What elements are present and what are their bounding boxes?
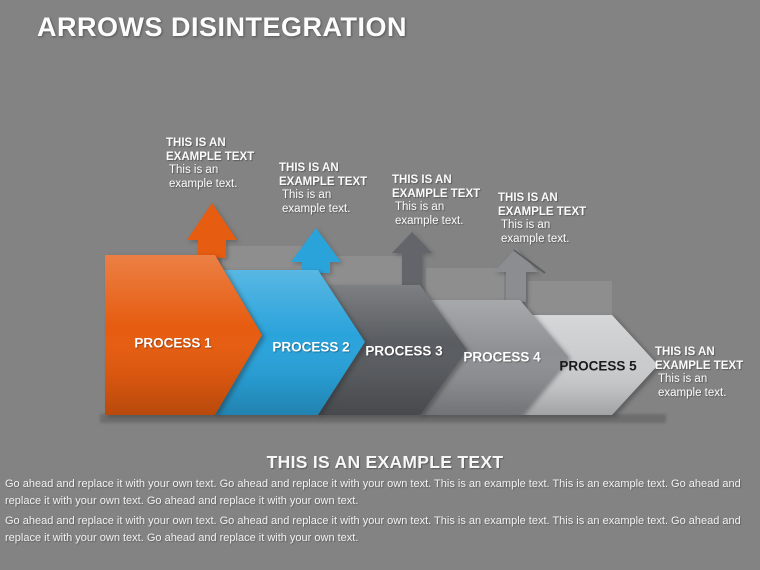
ghost-fragment-1 [222, 246, 302, 270]
floor-shadow [100, 414, 666, 423]
footer-heading: THIS IS AN EXAMPLE TEXT [266, 452, 504, 472]
example-label-2-line2: EXAMPLE TEXT [279, 175, 368, 188]
example-label-1: THIS IS AN EXAMPLE TEXT This is an examp… [166, 137, 262, 191]
example-label-1-line1: THIS IS AN [166, 137, 226, 149]
ghost-fragment-4 [528, 281, 612, 315]
example-label-1-line2: EXAMPLE TEXT [166, 150, 255, 163]
example-label-2-line3: This is an [282, 189, 332, 201]
crack-line-arrow-4 [513, 249, 546, 274]
up-arrow-process-2 [291, 228, 341, 273]
example-label-4-line4: example text. [501, 232, 570, 245]
example-label-3-line1: THIS IS AN [392, 174, 452, 186]
chevron-3-sheen [318, 285, 467, 415]
example-label-1-line4: example text. [169, 177, 238, 190]
chevron-1-sheen [105, 255, 262, 415]
footer-paragraph-1: Go ahead and replace it with your own te… [5, 478, 741, 507]
ghost-fragment-3 [426, 268, 504, 300]
process-2-label: PROCESS 2 [272, 339, 350, 355]
example-label-5-line2: EXAMPLE TEXT [655, 359, 744, 372]
example-label-3-line3: This is an [395, 201, 445, 213]
example-label-4-line2: EXAMPLE TEXT [498, 205, 587, 218]
process-5-label: PROCESS 5 [559, 358, 637, 374]
example-label-3: THIS IS AN EXAMPLE TEXT This is an examp… [392, 174, 488, 228]
chevron-2-sheen [215, 270, 365, 415]
example-label-3-line4: example text. [395, 214, 464, 227]
example-label-2-line1: THIS IS AN [279, 162, 339, 174]
footer-paragraph-2: Go ahead and replace it with your own te… [5, 515, 741, 544]
example-label-5-line4: example text. [658, 386, 727, 399]
up-arrow-process-4 [494, 248, 538, 302]
example-label-5-line3: This is an [658, 373, 708, 385]
example-label-4-line3: This is an [501, 219, 551, 231]
example-label-1-line3: This is an [169, 164, 219, 176]
example-label-2-line4: example text. [282, 202, 351, 215]
process-4-label: PROCESS 4 [463, 349, 541, 365]
example-label-3-line2: EXAMPLE TEXT [392, 187, 481, 200]
process-3-label: PROCESS 3 [365, 343, 443, 359]
chevron-5-sheen [520, 315, 658, 415]
example-label-4-line1: THIS IS AN [498, 192, 558, 204]
process-1-label: PROCESS 1 [134, 335, 212, 351]
up-arrow-process-3 [392, 232, 432, 288]
up-arrow-process-1 [187, 203, 237, 258]
chevron-4-sheen [420, 300, 568, 415]
example-label-5: THIS IS AN EXAMPLE TEXT This is an examp… [655, 346, 751, 400]
slide-title: ARROWS DISINTEGRATION [37, 12, 407, 42]
example-label-5-line1: THIS IS AN [655, 346, 715, 358]
example-label-4: THIS IS AN EXAMPLE TEXT This is an examp… [498, 192, 594, 246]
example-label-2: THIS IS AN EXAMPLE TEXT This is an examp… [279, 162, 375, 216]
